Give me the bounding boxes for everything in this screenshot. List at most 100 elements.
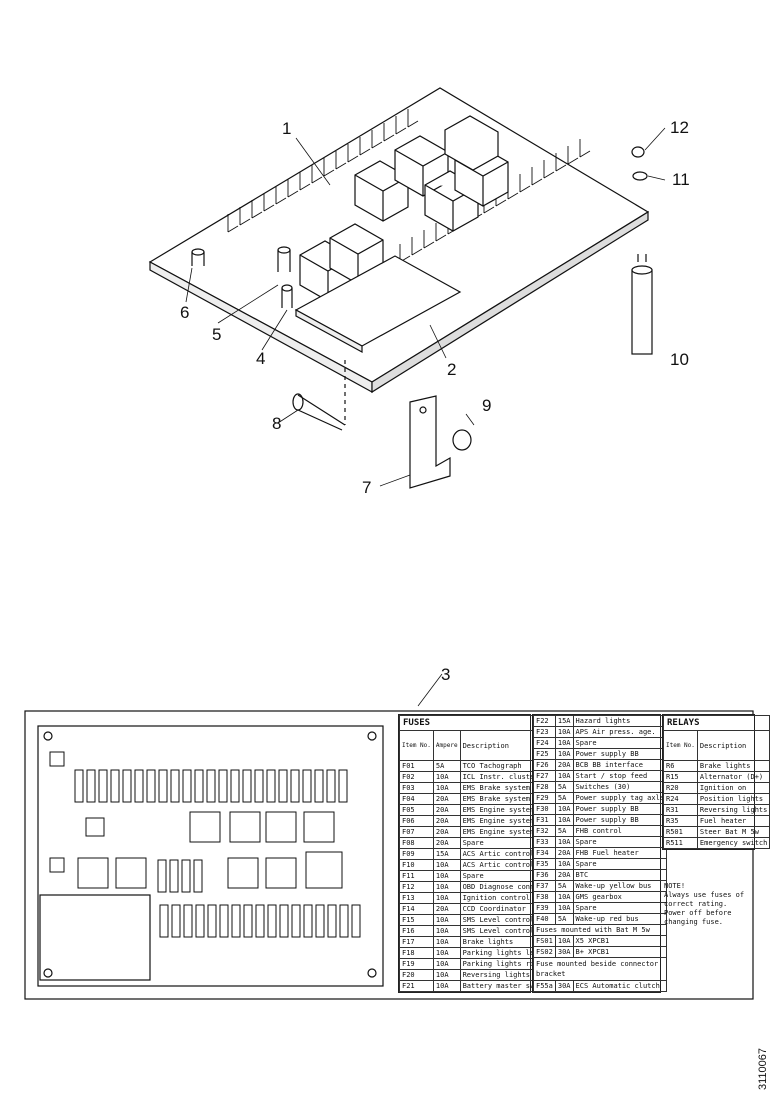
callout-10: 10 [670,350,689,369]
table-cell: F19 [399,958,434,970]
table-cell: F10 [399,859,434,871]
table-cell: R20 [663,782,698,794]
table-cell: 20A [554,847,574,859]
table-cell: FS02 [533,946,556,958]
table-cell: F16 [399,925,434,937]
table-cell: F12 [399,881,434,893]
table-cell: 5A [554,781,574,793]
table-cell: F05 [399,804,434,816]
table-cell: 10A [432,881,461,893]
table-cell: F34 [533,847,556,859]
table-cell: F33 [533,836,556,848]
table-cell: F15 [399,914,434,926]
col-ampere: Ampere [432,730,461,761]
fuse-subhead: Fuses mounted with Bat M 5w [532,924,668,936]
table-cell: FHB control [572,825,668,837]
table-cell: F14 [399,903,434,915]
table-cell: F09 [399,848,434,860]
table-cell: 20A [432,793,461,805]
panel-relay-slots [49,751,343,889]
table-cell: 15A [432,848,461,860]
table-cell: 10A [554,891,574,903]
table-cell: 10A [554,737,574,749]
table-cell: 10A [432,958,461,970]
table-cell: F29 [533,792,556,804]
callout-8: 8 [272,414,282,433]
table-cell: 10A [554,858,574,870]
callout-7: 7 [362,478,372,497]
table-cell: F20 [399,969,434,981]
table-cell: Emergency switch [696,837,771,849]
table-cell: 10A [554,803,574,815]
relay-table-title: RELAYS [662,715,771,731]
table-cell: 30A [554,946,574,958]
table-cell: B+ XPCB1 [572,946,668,958]
table-cell: Wake-up yellow bus [572,880,668,892]
table-cell: 20A [432,804,461,816]
table-cell: X5 XPCB1 [572,935,668,947]
bracket-note: Fuse mounted beside connector bracket [532,957,668,981]
table-cell: F01 [399,760,434,772]
table-cell: F32 [533,825,556,837]
table-cell: Reversing lights [696,804,771,816]
table-cell: F35 [533,858,556,870]
table-cell: F22 [533,715,556,727]
callout-5: 5 [212,325,222,344]
table-cell: F17 [399,936,434,948]
table-cell: Hazard lights [572,715,668,727]
table-cell: APS Air press. age. [572,726,668,738]
callout-11: 11 [672,170,690,189]
table-cell: Power supply BB [572,814,668,826]
table-cell: 15A [554,715,574,727]
table-cell: Spare [572,737,668,749]
table-cell: BCB BB interface [572,759,668,771]
table-cell: Wake-up red bus [572,913,668,925]
fuse-note: NOTE! Always use fuses of correct rating… [664,882,745,926]
table-cell: R15 [663,771,698,783]
table-cell: F26 [533,759,556,771]
callout-6: 6 [180,303,190,322]
table-cell: Spare [572,836,668,848]
table-cell: Fuel heater [696,815,771,827]
table-cell: 5A [432,760,461,772]
table-cell: 20A [554,869,574,881]
table-cell: 10A [554,814,574,826]
table-cell: F04 [399,793,434,805]
table-cell: Brake lights [696,760,771,772]
table-cell: F21 [399,980,434,992]
table-cell: R35 [663,815,698,827]
table-cell: 10A [554,902,574,914]
table-cell: Ignition on [696,782,771,794]
table-cell: 10A [432,947,461,959]
table-cell: ECS Automatic clutch [572,980,668,992]
panel-fuse-slots [74,769,361,938]
table-cell: 10A [432,969,461,981]
